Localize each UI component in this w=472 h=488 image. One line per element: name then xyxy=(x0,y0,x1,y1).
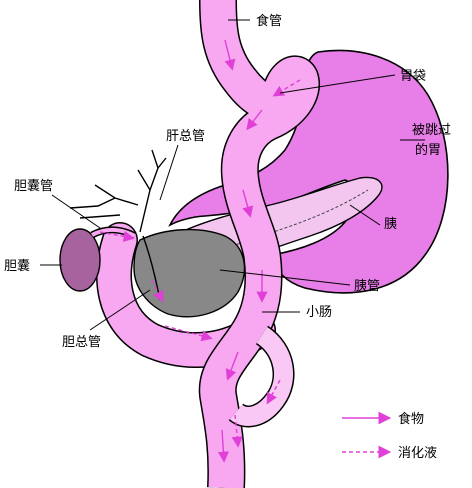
legend-juice-label: 消化液 xyxy=(398,446,437,461)
label-esophagus: 食管 xyxy=(256,13,282,29)
juice-arrow-2 xyxy=(151,279,164,303)
label-common-bile-duct: 胆总管 xyxy=(62,335,101,350)
food-arrow-3 xyxy=(242,189,254,218)
label-gallbladder-duct: 胆囊管 xyxy=(14,178,53,194)
food-arrow-5 xyxy=(225,351,239,381)
juice-arrow-3 xyxy=(164,325,213,342)
food-arrow-6 xyxy=(217,429,230,463)
label-gastric-pouch: 胃袋 xyxy=(400,69,426,84)
food-tube-fill xyxy=(200,0,319,488)
pancreatic-duct-line xyxy=(184,189,369,263)
label-pancreas: 胰 xyxy=(384,217,397,232)
label-bypassed-stomach-line2: 的胃 xyxy=(415,142,441,158)
label-hepatic-duct: 肝总管 xyxy=(166,129,205,144)
juice-arrow-6 xyxy=(272,79,301,97)
food-arrow-2 xyxy=(246,109,263,131)
label-small-intestine: 小肠 xyxy=(306,305,332,320)
juice-arrow-1 xyxy=(99,230,135,242)
legend: 食物 消化液 xyxy=(342,411,437,461)
hepatic-duct-branches xyxy=(69,149,167,233)
food-arrow-1 xyxy=(224,39,236,71)
bypassed-stomach-shape xyxy=(168,49,449,294)
leader-lines xyxy=(40,19,425,331)
duodenum-head xyxy=(133,228,246,318)
label-bypassed-stomach-line1: 被跳过 xyxy=(412,123,451,138)
juice-arrow-5 xyxy=(231,414,243,448)
legend-food-label: 食物 xyxy=(398,411,424,427)
gallbladder-shape xyxy=(59,228,101,292)
label-pancreatic-duct: 胰管 xyxy=(354,279,380,294)
label-gallbladder: 胆囊 xyxy=(4,258,30,274)
